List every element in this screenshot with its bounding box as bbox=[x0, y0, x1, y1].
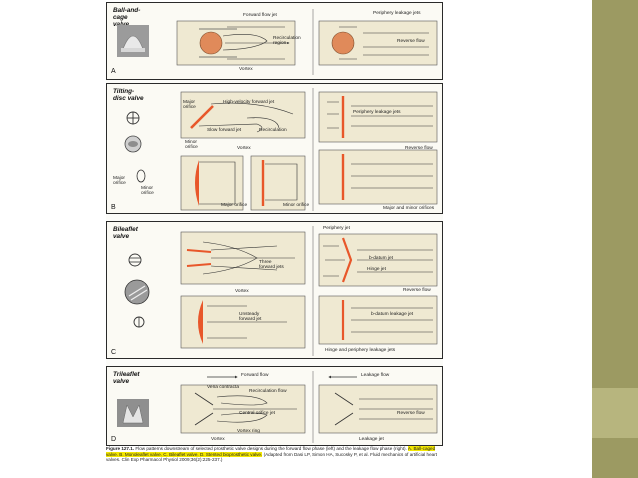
label-recirculation-region: Recirculation region bbox=[273, 36, 301, 47]
label-forward-flow-jet: Forward flow jet bbox=[243, 13, 277, 18]
label-minor-orifice-small: Minor orifice bbox=[141, 186, 154, 197]
panel-letter-d: D bbox=[111, 436, 117, 443]
panel-letter-b: B bbox=[111, 204, 116, 211]
label-slow-forward-jet: Slow forward jet bbox=[207, 128, 242, 133]
label-periphery-jet: Periphery jet bbox=[323, 226, 350, 231]
label-vortex-ring: Vortex ring bbox=[237, 429, 260, 434]
caption-text: Flow patterns downstream of selected pro… bbox=[135, 446, 407, 451]
label-reverse-flow-b: Reverse flow bbox=[405, 146, 433, 151]
valve-name-d: Trileaflet valve bbox=[113, 371, 140, 385]
figure-caption: Figure 127.1. Flow patterns downstream o… bbox=[106, 446, 443, 463]
label-unsteady-forward-jet: Unsteady forward jet bbox=[239, 312, 262, 323]
label-forward-flow: Forward flow bbox=[241, 373, 269, 378]
label-reverse-flow-a: Reverse flow bbox=[397, 39, 425, 44]
label-recirculation-flow: Recirculation flow bbox=[249, 389, 287, 394]
panel-a-diagram bbox=[117, 9, 438, 75]
panel-trileaflet: Trileaflet valve D Forward flow Vena con… bbox=[106, 366, 443, 446]
figure: Ball-and-cage valve A Forward flow jet bbox=[106, 2, 443, 446]
label-vortex-d: Vortex bbox=[211, 437, 225, 442]
label-high-velocity-jet: High-velocity forward jet bbox=[223, 100, 275, 105]
label-leakage-flow: Leakage flow bbox=[361, 373, 390, 378]
label-leakage-jet: Leakage jet bbox=[359, 437, 384, 442]
label-b-datum-leakage-jet: b-datum leakage jet bbox=[371, 312, 414, 317]
panel-tilting-disc: Tilting-disc valve B bbox=[106, 83, 443, 214]
label-central-orifice-jet: Central orifice jet bbox=[239, 411, 275, 416]
label-minor-orifice: Minor orifice bbox=[185, 140, 198, 151]
panel-b-diagram bbox=[124, 88, 438, 211]
panel-letter-a: A bbox=[111, 68, 116, 75]
panel-ball-and-cage: Ball-and-cage valve A Forward flow jet bbox=[106, 2, 443, 80]
side-decoration-block bbox=[592, 388, 638, 438]
label-vortex-a: Vortex bbox=[239, 67, 253, 72]
label-vortex-c: Vortex bbox=[235, 289, 249, 294]
label-major-orifice: Major orifice bbox=[183, 100, 196, 111]
label-major-and-minor-orifices: Major and minor orifices bbox=[383, 206, 435, 211]
label-major-orifice-bottom: Major orifice bbox=[221, 203, 248, 208]
panel-bileaflet: Bileaflet valve C bbox=[106, 221, 443, 359]
label-reverse-flow-c: Reverse flow bbox=[403, 288, 431, 293]
panel-c-diagram bbox=[124, 226, 438, 356]
valve-name-a: Ball-and-cage valve bbox=[113, 7, 141, 28]
label-periphery-leakage-jets-a: Periphery leakage jets bbox=[373, 11, 421, 16]
label-minor-orifice-bottom: Minor orifice bbox=[283, 203, 310, 208]
caption-title: Figure 127.1. bbox=[106, 446, 135, 451]
label-major-orifice-small: Major orifice bbox=[113, 176, 126, 187]
caption-source: (Adapted from Dasi LP, Simon HA, Sucosky… bbox=[106, 451, 438, 463]
label-hinge-periphery-leakage: Hinge and periphery leakage jets bbox=[325, 348, 396, 353]
panel-letter-c: C bbox=[111, 349, 117, 356]
label-vortex-b: Vortex bbox=[237, 146, 251, 151]
label-three-forward-jets: Three forward jets bbox=[259, 260, 284, 271]
valve-name-c: Bileaflet valve bbox=[113, 226, 138, 240]
valve-name-b: Tilting-disc valve bbox=[113, 88, 144, 102]
label-periphery-leakage-jets-b: Periphery leakage jets bbox=[353, 110, 401, 115]
label-hinge-jet: Hinge jet bbox=[367, 267, 386, 272]
label-reverse-flow-d: Reverse flow bbox=[397, 411, 425, 416]
label-vena-contracta: Vena contracta bbox=[207, 385, 240, 390]
panel-d-diagram bbox=[117, 371, 438, 443]
label-recirculation-b: Recirculation bbox=[259, 128, 287, 133]
label-b-datum-jet: b-datum jet bbox=[369, 256, 393, 261]
